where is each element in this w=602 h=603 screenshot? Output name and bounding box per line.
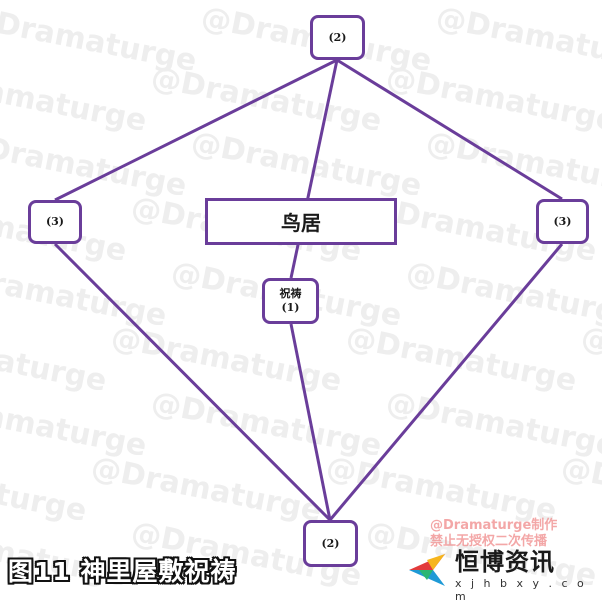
edge-top-left [54, 58, 338, 202]
node-bottom-label: (2) [321, 536, 340, 550]
logo-name: 恒博资讯 [455, 547, 555, 576]
node-right-label: (3) [553, 214, 572, 228]
node-right: (3) [536, 199, 589, 244]
torii-box: 鸟居 [205, 198, 397, 245]
edge-top-prayer [289, 59, 339, 279]
node-left-label: (3) [45, 215, 65, 228]
edge-prayer-bottom [289, 323, 332, 521]
node-top-label: (2) [328, 30, 347, 44]
node-bottom: (2) [303, 520, 358, 567]
site-logo: 恒博资讯 x j h b x y . c o m [405, 547, 600, 603]
node-prayer: 祝祷 (1) [262, 278, 319, 324]
logo-domain: x j h b x y . c o m [455, 577, 587, 603]
credit-line-1: @Dramaturge制作 [430, 518, 558, 533]
node-prayer-count: (1) [281, 301, 300, 314]
colorful-play-logo-icon [409, 554, 445, 586]
torii-label: 鸟居 [281, 211, 321, 235]
figure-caption: 图11 神里屋敷祝祷 [8, 557, 237, 586]
node-left: (3) [28, 200, 82, 244]
edge-right-bottom [328, 243, 564, 521]
node-top: (2) [310, 15, 365, 60]
credit-line-2: 禁止无授权二次传播 [430, 534, 548, 549]
node-prayer-title: 祝祷 [279, 287, 302, 300]
edge-left-bottom [53, 242, 332, 522]
edge-top-right [336, 58, 563, 201]
credit-note: @Dramaturge制作 禁止无授权二次传播 [430, 518, 600, 550]
